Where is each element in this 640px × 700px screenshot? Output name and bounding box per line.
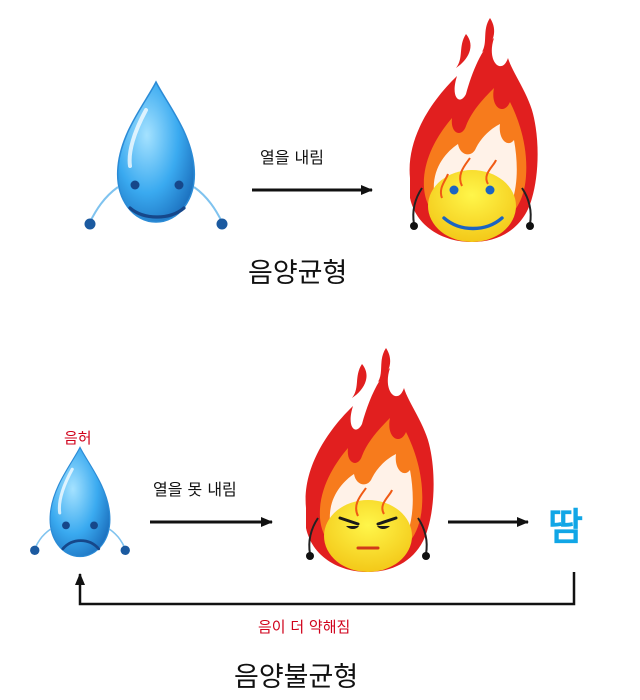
yin-deficiency-tag: 음허 xyxy=(64,429,92,447)
feedback-arrow xyxy=(75,572,576,606)
bottom-heading: 음양불균형 xyxy=(234,662,358,693)
sad-water-drop xyxy=(30,446,130,558)
happy-water-drop xyxy=(84,80,228,230)
happy-fire xyxy=(409,18,538,242)
angry-fire xyxy=(305,348,434,572)
top-heading: 음양균형 xyxy=(248,258,347,289)
bottom-arrow-label: 열을 못 내림 xyxy=(153,480,237,499)
sweat-result: 땀 xyxy=(548,505,583,549)
feedback-label: 음이 더 약해짐 xyxy=(258,618,350,636)
top-balance-section: 열을 내림 음양균형 xyxy=(84,18,538,289)
bottom-imbalance-section: 음허 열을 못 내림 xyxy=(30,348,583,693)
top-arrow-label: 열을 내림 xyxy=(260,148,324,167)
